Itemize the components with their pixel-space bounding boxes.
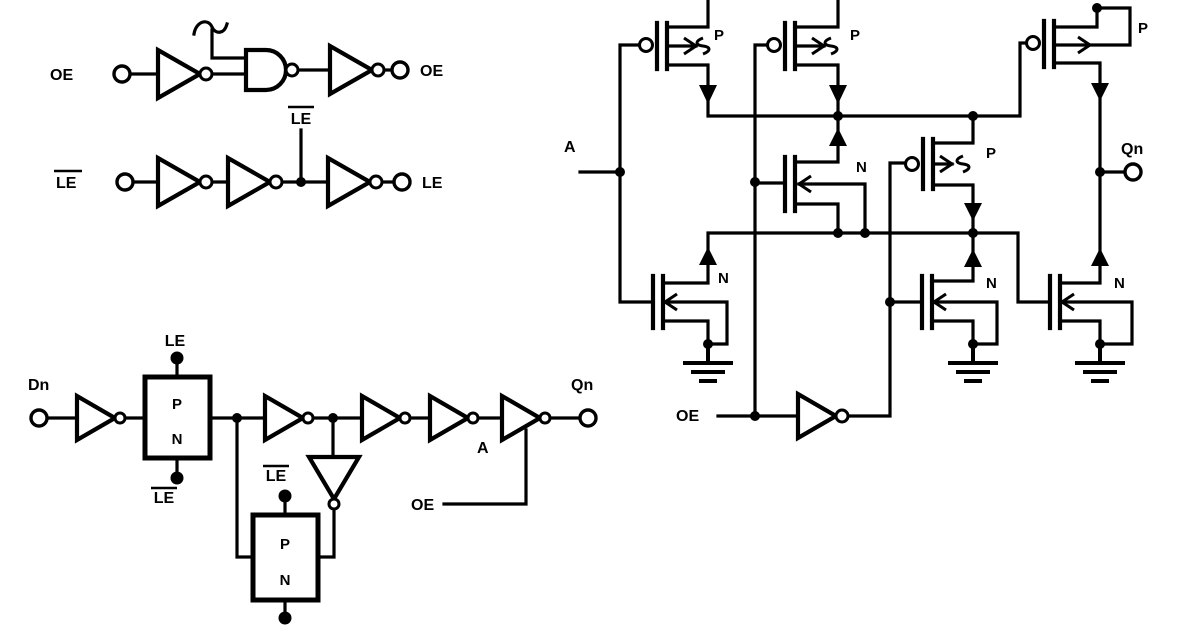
inverter-gate [359, 392, 405, 444]
junction-dot [833, 228, 843, 238]
junction-dot [968, 111, 978, 121]
tg1-p-label: P [172, 396, 182, 413]
pmos-p4-label: P [986, 145, 996, 162]
tg2-lebar-dot [278, 489, 292, 503]
terminal [115, 172, 135, 192]
le-bar-input-label: LE [56, 175, 77, 192]
nmos-n3-label: N [986, 275, 997, 292]
inverter-gate [262, 392, 308, 444]
pmos-p2-label: P [850, 27, 860, 44]
tg1-n-label: N [172, 431, 183, 448]
junction-dot [328, 413, 338, 423]
tg2-bottom-dot [278, 611, 292, 625]
pmos-gate-bubble [1025, 35, 1041, 51]
mosfet-gate-lines [650, 18, 1063, 331]
pmos-gate-bubble [766, 37, 782, 53]
dn-input-label: Dn [28, 377, 49, 394]
inverter-gate [327, 42, 377, 98]
pmos-gate-bubble [638, 37, 654, 53]
le-bar-tap-label: LE [291, 111, 312, 128]
junction-dot [885, 297, 895, 307]
junction-dot [296, 177, 306, 187]
pmos-p1-label: P [714, 27, 724, 44]
inverter-bubble [368, 174, 384, 190]
junction-dot [232, 413, 242, 423]
junction-dot [968, 228, 978, 238]
inverter-gate [155, 154, 205, 210]
oe-control-label: OE [411, 497, 434, 514]
nand-bubble [284, 62, 300, 78]
latch-diagram: Dn P N LE LE A Qn OE P N LE [28, 333, 598, 625]
inverter-gate [155, 46, 205, 102]
terminal [1123, 162, 1143, 182]
terminal [578, 408, 598, 428]
feedback-inverter-gate [305, 454, 363, 504]
inverter-gate [74, 392, 120, 444]
junction-dot [615, 167, 625, 177]
tg2-le-bar-label: LE [266, 468, 287, 485]
a-input-label: A [564, 139, 576, 156]
junction-dot [833, 111, 843, 121]
wire [128, 28, 394, 76]
qn-output-label: Qn [571, 377, 593, 394]
tg1-le-dot [170, 351, 184, 365]
pmos-p3-label: P [1138, 20, 1148, 37]
inverter-bubble [113, 411, 127, 425]
le-label: LE [165, 333, 186, 350]
oe-output-label: OE [420, 63, 443, 80]
inverter-bubble [834, 408, 850, 424]
arrowheads [699, 83, 1109, 267]
tg1-lebar-dot [170, 471, 184, 485]
junction-dot [750, 177, 760, 187]
inverter-bubble [398, 411, 412, 425]
le-output-label: LE [422, 175, 443, 192]
tg2-p-label: P [280, 536, 290, 553]
terminal [112, 64, 132, 84]
qn-output-label: Qn [1121, 141, 1143, 158]
inverter-gate [325, 154, 375, 210]
junction-dot [750, 411, 760, 421]
le-chain-row: LE LE LE [54, 105, 443, 210]
oe-inverter-gate [795, 390, 841, 442]
nmos-n4-label: N [1114, 275, 1125, 292]
terminal [29, 408, 49, 428]
ground-symbol [683, 344, 733, 383]
inverter-gate [427, 392, 473, 444]
inverter-bubble [327, 497, 341, 511]
tg2-n-label: N [280, 572, 291, 589]
inverter-bubble [538, 411, 552, 425]
ground-symbol [1075, 344, 1125, 383]
tristate-buffer [499, 392, 545, 444]
oe-input-label: OE [50, 67, 73, 84]
pmos-squiggle-icons [695, 36, 971, 174]
powerup-squiggle-icon [192, 20, 229, 36]
inverter-bubble [301, 411, 315, 425]
pmos-gate-bubble [904, 156, 920, 172]
transmission-gate-2 [250, 512, 321, 603]
junction-dot [1095, 167, 1105, 177]
inverter-bubble [466, 411, 480, 425]
ground-symbol [948, 344, 998, 383]
oe-gating-row: OE OE [50, 20, 443, 102]
le-bar-label: LE [154, 490, 175, 507]
nmos-n1-label: N [856, 159, 867, 176]
terminal [392, 172, 412, 192]
inverter-gate [225, 154, 275, 210]
junction-dot [860, 228, 870, 238]
oe-input-label: OE [676, 408, 699, 425]
transmission-gate-1 [142, 374, 213, 461]
inverter-bubble [268, 174, 284, 190]
nand-gate [243, 47, 289, 93]
inverter-bubble [198, 174, 214, 190]
inverter-bubble [198, 66, 214, 82]
junction-dot [1092, 3, 1102, 13]
node-a-label: A [477, 440, 489, 457]
mosfet-body-arrows [662, 35, 1093, 312]
inverter-bubble [370, 62, 386, 78]
nmos-n2-label: N [718, 270, 729, 287]
terminal [390, 60, 410, 80]
cmos-schematic: A P P P P N N N N OE Qn [564, 0, 1148, 442]
wire [578, 0, 1134, 418]
